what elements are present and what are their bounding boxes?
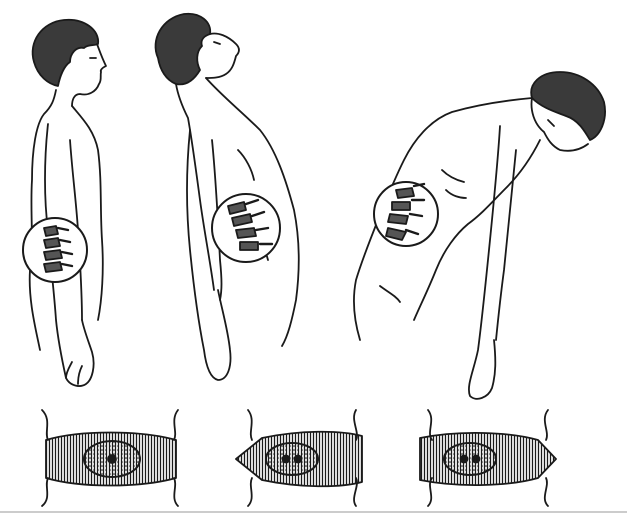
spine-inset-extension [212, 194, 280, 262]
hair-extension [156, 14, 211, 85]
back-contour-extension [176, 84, 214, 290]
hair-upright [33, 20, 99, 86]
disc-extension [236, 410, 362, 506]
face-upright [72, 44, 106, 106]
arm-flexion [469, 126, 500, 399]
disc-neutral [42, 410, 178, 506]
disc-flexion [420, 410, 556, 506]
spine-inset-flexion [374, 182, 438, 246]
face-extension [206, 33, 239, 78]
figure-extension [156, 14, 299, 380]
spine-inset-neutral [23, 218, 87, 282]
figure-flexion [354, 72, 605, 399]
figure-upright [23, 20, 106, 386]
